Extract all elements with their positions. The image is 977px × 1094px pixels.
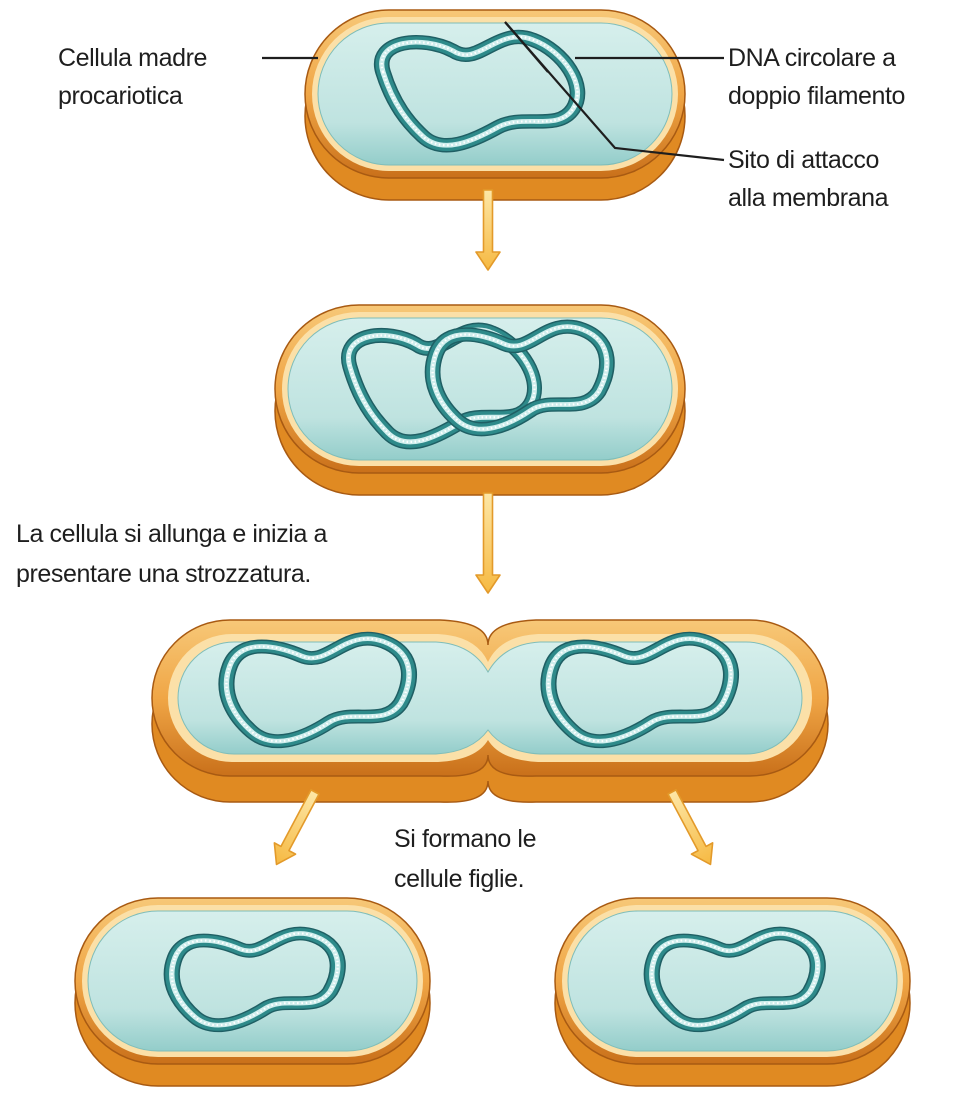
arrow-2 (475, 492, 501, 594)
label-elongation: La cellula si allunga e inizia a present… (16, 520, 328, 588)
label-attach-site: Sito di attacco alla membrana (504, 21, 889, 212)
daughters-line-2: cellule figlie. (394, 865, 524, 893)
label-daughters: Si formano le cellule figlie. (394, 825, 536, 893)
elongation-line-2: presentare una strozzatura. (16, 560, 311, 588)
daughter-cell-right (554, 897, 911, 1087)
arrow-3-left (273, 789, 320, 866)
dna-line-1: DNA circolare a (728, 44, 896, 72)
label-mother-cell: Cellula madre procariotica (58, 44, 318, 110)
dna-line-2: doppio filamento (728, 82, 905, 110)
attach-site-leader (504, 21, 725, 162)
arrow-1 (475, 189, 501, 271)
daughters-line-1: Si formano le (394, 825, 536, 853)
attach-site-line-2: alla membrana (728, 184, 889, 212)
elongation-line-1: La cellula si allunga e inizia a (16, 520, 328, 548)
label-dna: DNA circolare a doppio filamento (575, 44, 905, 110)
mother-cell-line-1: Cellula madre (58, 44, 207, 72)
attach-site-line-1: Sito di attacco (728, 146, 879, 174)
mother-cell-line-2: procariotica (58, 82, 183, 110)
arrow-3-right (667, 789, 714, 866)
cytoplasm (87, 910, 418, 1052)
cytoplasm (567, 910, 898, 1052)
daughter-cell-left (74, 897, 431, 1087)
